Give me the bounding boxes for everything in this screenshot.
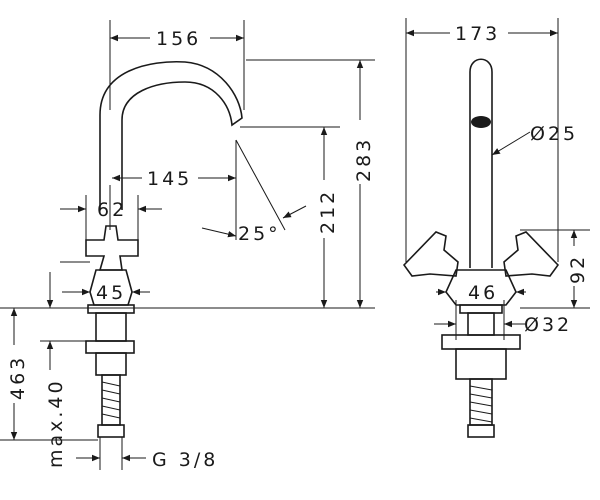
label-bg: [312, 180, 338, 238]
thread-end: [97, 424, 125, 438]
front-view: 173 Ø25 92 46 Ø32: [402, 18, 590, 438]
spout-column: [469, 58, 493, 268]
dim-angle: 25°: [238, 223, 281, 245]
label-bg: [2, 345, 28, 403]
dim-max-thickness: max.40: [45, 378, 67, 468]
front-stem: [467, 312, 495, 336]
label-bg: [142, 165, 198, 191]
front-extension-lines: [405, 18, 590, 340]
dim-thread: G 3/8: [152, 449, 218, 471]
label-bg: [348, 120, 374, 184]
side-view: 156 145 283 212 25° 62 45 463: [0, 20, 375, 471]
front-thread-end: [467, 424, 495, 438]
label-bg: [562, 246, 588, 286]
right-handle: [503, 231, 560, 277]
stem: [95, 312, 127, 342]
dim-spout-height: 212: [317, 189, 339, 234]
dim-handle-height: 92: [567, 254, 589, 284]
dim-base-diameter: Ø32: [524, 314, 572, 336]
dim-max-length: 463: [7, 355, 29, 400]
nut: [95, 352, 127, 376]
angle-arrow-right: [282, 205, 307, 219]
front-thread-lines: [469, 385, 493, 423]
dim-tip-diameter: Ø25: [530, 123, 578, 145]
dim-overall-width: 173: [455, 23, 500, 45]
dim-total-height: 283: [353, 137, 375, 182]
extension-lines: [0, 20, 375, 441]
handle-cross: [85, 225, 139, 271]
dim-base-width: 45: [96, 282, 126, 304]
label-bg: [150, 24, 210, 50]
front-nut: [455, 348, 507, 380]
angle-arrow-left: [201, 227, 237, 238]
mount-plate: [85, 340, 135, 354]
front-flange: [459, 304, 503, 314]
dim-handle-width: 62: [97, 199, 127, 221]
spout-outer: [99, 60, 243, 210]
dim-spout-offset: 145: [147, 168, 192, 190]
thread-lines: [101, 381, 121, 419]
left-handle: [402, 231, 459, 277]
dim-arrow-dia25: [491, 131, 531, 156]
label-bg: [450, 20, 508, 46]
dim-body-width: 46: [468, 282, 498, 304]
front-mount-plate: [441, 334, 521, 350]
spout-tip: [471, 116, 491, 128]
base-flange: [87, 304, 135, 314]
dim-spout-reach: 156: [156, 28, 201, 50]
